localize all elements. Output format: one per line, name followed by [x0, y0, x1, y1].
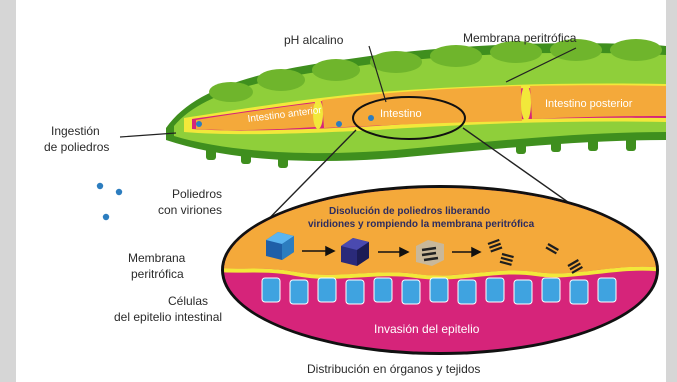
- polyhedron-in-gut: [368, 115, 374, 121]
- label-membrane-left-line2: peritrófica: [131, 267, 184, 281]
- label-dissolution-line1: Disolución de poliedros liberando: [329, 206, 490, 217]
- label-dissolution-line2: viridiones y rompiendo la membrana perit…: [308, 219, 535, 230]
- label-ph: pH alcalino: [284, 33, 344, 47]
- figure-panel: Intestino anterior Intestino Intestino p…: [16, 0, 666, 382]
- label-ingestion-line2: de poliedros: [44, 140, 109, 154]
- label-ingestion-line1: Ingestión: [51, 124, 100, 138]
- polyhedron-broken: [416, 240, 444, 266]
- label-membrane-top: Membrana peritrófica: [463, 31, 577, 45]
- label-invasion: Invasión del epitelio: [374, 322, 480, 336]
- polyhedron-in-gut: [336, 121, 342, 127]
- polyhedron-in-gut: [196, 121, 202, 127]
- label-middle: Intestino: [380, 108, 422, 120]
- caterpillar: Intestino anterior Intestino Intestino p…: [166, 39, 666, 168]
- label-membrane-left-line1: Membrana: [128, 251, 186, 265]
- label-cells-line2: del epitelio intestinal: [114, 310, 222, 324]
- gut-constriction-2: [521, 85, 531, 121]
- free-polyhedra: [97, 183, 122, 220]
- zoom-detail: Disolución de poliedros liberando viridi…: [216, 180, 666, 360]
- label-cells-line1: Células: [168, 294, 208, 308]
- label-distribution: Distribución en órganos y tejidos: [307, 362, 480, 376]
- baculovirus-infection-diagram: Intestino anterior Intestino Intestino p…: [16, 0, 666, 382]
- label-polyhedra-line1: Poliedros: [172, 187, 222, 201]
- label-posterior: Intestino posterior: [545, 98, 633, 110]
- label-polyhedra-line2: con viriones: [158, 203, 222, 217]
